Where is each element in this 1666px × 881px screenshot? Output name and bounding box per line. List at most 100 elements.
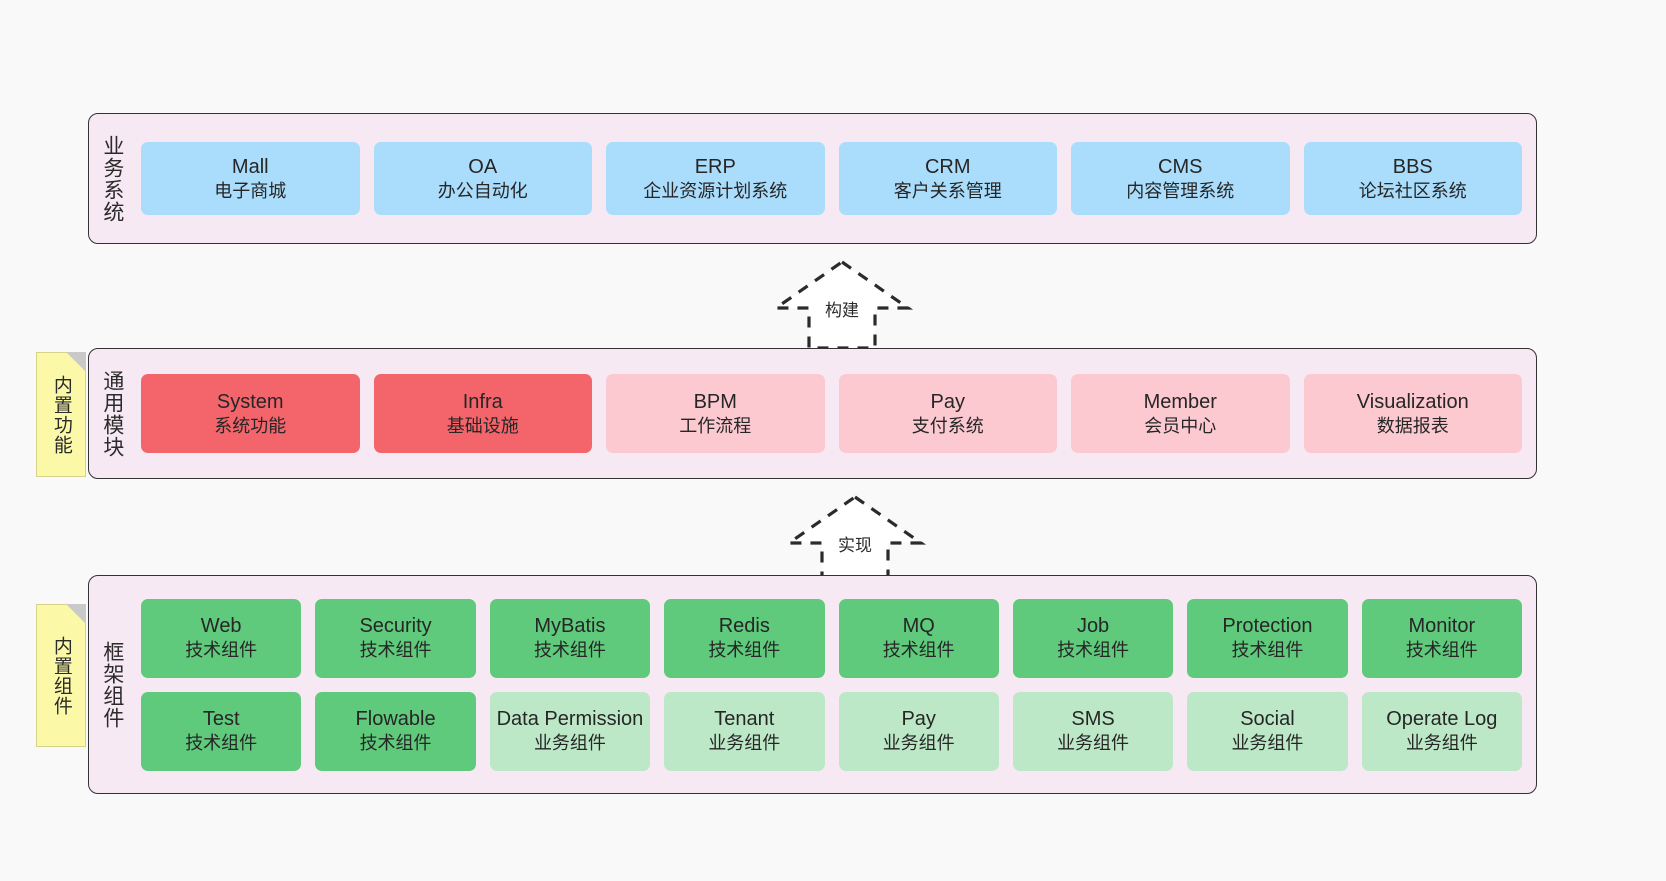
note-builtin-components: 内置组件 [36,604,86,747]
tile-title: Member [1143,390,1217,413]
tile-title: Mall [231,155,269,178]
layer-common-modules: 通用模块 System 系统功能 Infra 基础设施 BPM 工作流程 Pay… [88,348,1537,479]
tile-subtitle: 系统功能 [214,415,287,436]
tile-subtitle: 技术组件 [533,640,606,661]
tile-bpm[interactable]: BPM 工作流程 [606,374,825,453]
tile-subtitle: 论坛社区系统 [1358,180,1467,201]
layer-body-business-systems: Mall 电子商城 OA 办公自动化 ERP 企业资源计划系统 CRM 客户关系… [135,114,1536,243]
tile-oa[interactable]: OA 办公自动化 [373,142,592,215]
connector-label: 构建 [825,301,859,320]
tile-subtitle: 技术组件 [359,733,432,754]
tile-title: Infra [462,390,503,413]
tile-subtitle: 内容管理系统 [1126,180,1235,201]
tile-title: Test [202,708,240,731]
tile-pay[interactable]: Pay 支付系统 [838,374,1057,453]
tile-subtitle: 业务组件 [882,733,955,754]
layer-framework-components: 框架组件 Web 技术组件 Security 技术组件 MyBatis 技术组件… [88,575,1537,794]
tile-title: Pay [901,708,936,731]
note-builtin-functions: 内置功能 [36,352,86,477]
tile-title: Tenant [714,708,775,731]
layer-title-business-systems: 业务系统 [100,134,124,223]
tile-subtitle: 企业资源计划系统 [643,180,788,201]
tile-subtitle: 会员中心 [1144,415,1217,436]
tile-subtitle: 技术组件 [882,640,955,661]
tile-subtitle: 技术组件 [359,640,432,661]
tile-title: CRM [924,155,971,178]
layer-body-framework-components: Web 技术组件 Security 技术组件 MyBatis 技术组件 Redi… [135,576,1536,793]
tile-title: Monitor [1408,615,1476,638]
tile-pay-business[interactable]: Pay 业务组件 [838,691,999,771]
tile-title: Flowable [355,708,436,731]
tile-subtitle: 技术组件 [1231,640,1304,661]
tile-social[interactable]: Social 业务组件 [1187,691,1348,771]
tile-subtitle: 支付系统 [911,415,984,436]
tile-title: ERP [694,155,736,178]
tile-title: Operate Log [1386,708,1498,731]
tile-subtitle: 工作流程 [679,415,752,436]
tile-title: OA [468,155,498,178]
tile-tenant[interactable]: Tenant 业务组件 [664,691,825,771]
tile-title: Redis [718,615,770,638]
tile-title: BBS [1392,155,1433,178]
tile-flowable[interactable]: Flowable 技术组件 [315,691,476,771]
tile-mybatis[interactable]: MyBatis 技术组件 [489,598,651,678]
connector-label: 实现 [838,536,872,555]
note-label: 内置组件 [50,635,72,716]
tile-subtitle: 业务组件 [1405,733,1478,754]
tile-row: Web 技术组件 Security 技术组件 MyBatis 技术组件 Redi… [141,598,1522,678]
tile-title: Visualization [1356,390,1469,413]
tile-job[interactable]: Job 技术组件 [1012,598,1174,678]
layer-title-common-modules: 通用模块 [100,369,124,458]
tile-title: MQ [902,615,935,638]
layer-business-systems: 业务系统 Mall 电子商城 OA 办公自动化 ERP 企业资源计划系统 CRM… [88,113,1537,244]
tile-operate-log[interactable]: Operate Log 业务组件 [1361,691,1522,771]
tile-title: BPM [693,390,737,413]
tile-infra[interactable]: Infra 基础设施 [373,374,592,453]
tile-subtitle: 客户关系管理 [893,180,1002,201]
tile-system[interactable]: System 系统功能 [141,374,360,453]
tile-subtitle: 业务组件 [1057,733,1130,754]
tile-redis[interactable]: Redis 技术组件 [664,598,825,678]
tile-title: Protection [1222,615,1313,638]
tile-subtitle: 技术组件 [708,640,781,661]
tile-title: Web [200,615,242,638]
layer-title-framework-components: 框架组件 [100,640,124,729]
tile-title: Security [359,615,432,638]
tile-title: SMS [1071,708,1115,731]
tile-mq[interactable]: MQ 技术组件 [838,598,999,678]
tile-title: Social [1240,708,1295,731]
tile-crm[interactable]: CRM 客户关系管理 [838,142,1057,215]
tile-row: Mall 电子商城 OA 办公自动化 ERP 企业资源计划系统 CRM 客户关系… [141,142,1522,215]
tile-subtitle: 数据报表 [1376,415,1449,436]
tile-subtitle: 技术组件 [1057,640,1130,661]
tile-title: Pay [930,390,965,413]
tile-sms[interactable]: SMS 业务组件 [1012,691,1174,771]
tile-bbs[interactable]: BBS 论坛社区系统 [1303,142,1522,215]
tile-subtitle: 技术组件 [1405,640,1478,661]
connector-implement: 实现 [770,491,940,591]
tile-visualization[interactable]: Visualization 数据报表 [1303,374,1522,453]
tile-web[interactable]: Web 技术组件 [141,598,302,678]
note-label: 内置功能 [50,374,72,455]
tile-subtitle: 业务组件 [708,733,781,754]
tile-cms[interactable]: CMS 内容管理系统 [1071,142,1290,215]
tile-title: System [216,390,284,413]
tile-test[interactable]: Test 技术组件 [141,691,302,771]
connector-build: 构建 [757,256,927,356]
tile-monitor[interactable]: Monitor 技术组件 [1361,598,1522,678]
tile-mall[interactable]: Mall 电子商城 [141,142,360,215]
tile-erp[interactable]: ERP 企业资源计划系统 [606,142,825,215]
tile-data-permission[interactable]: Data Permission 业务组件 [489,691,651,771]
layer-body-common-modules: System 系统功能 Infra 基础设施 BPM 工作流程 Pay 支付系统… [135,349,1536,478]
tile-subtitle: 基础设施 [446,415,519,436]
tile-subtitle: 技术组件 [185,640,258,661]
tile-title: Job [1076,615,1110,638]
tile-security[interactable]: Security 技术组件 [315,598,476,678]
tile-title: Data Permission [496,708,644,731]
tile-row: Test 技术组件 Flowable 技术组件 Data Permission … [141,691,1522,771]
tile-member[interactable]: Member 会员中心 [1071,374,1290,453]
tile-title: CMS [1158,155,1203,178]
tile-protection[interactable]: Protection 技术组件 [1187,598,1348,678]
tile-subtitle: 电子商城 [214,180,287,201]
